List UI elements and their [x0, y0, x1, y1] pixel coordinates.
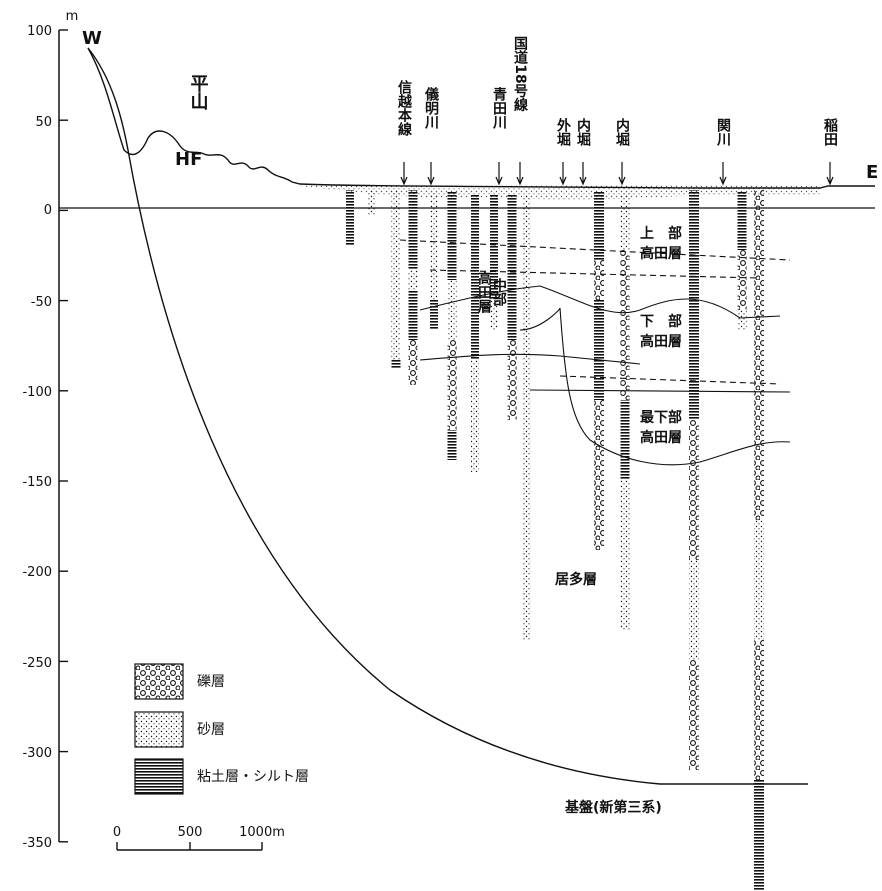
tick-minus350: -350	[22, 836, 52, 851]
middle-takada-label-1: 中部	[491, 277, 507, 307]
location-sotobori: 外堀	[555, 117, 571, 147]
lower-takada-label-1: 下 部	[640, 313, 682, 330]
upper-takada-label-2: 高田層	[640, 245, 682, 262]
borehole-segment-sand	[523, 195, 531, 420]
scale-label-0: 0	[113, 825, 121, 840]
borehole-segment-clay	[754, 780, 764, 890]
location-gimyo-river: 儀明川	[423, 86, 440, 129]
middle-takada-label-2: 高田層	[476, 270, 492, 314]
borehole-segment-clay	[448, 192, 457, 280]
borehole-segment-clay	[448, 430, 457, 460]
y-axis-unit: m	[66, 9, 79, 24]
legend-clay-swatch	[135, 759, 183, 794]
tick-minus250: -250	[22, 656, 52, 671]
borehole-segment-sand	[471, 360, 479, 472]
location-inada: 稲田	[822, 117, 838, 147]
tick-minus200: -200	[22, 565, 52, 580]
legend-clay-label: 粘土層・シルト層	[197, 769, 309, 785]
borehole-segment-gravel	[754, 190, 764, 520]
borehole-segment-sand	[430, 192, 438, 300]
tick-100: 100	[27, 24, 52, 39]
location-uchibori-2: 内堀	[614, 117, 630, 147]
location-arrow	[619, 162, 625, 184]
location-arrow	[401, 162, 407, 184]
fault-label: HF	[175, 149, 202, 170]
y-axis: m 100 50 0 -50 -100 -150 -200 -250 -300 …	[22, 9, 78, 851]
borehole-segment-clay	[430, 300, 438, 330]
location-arrows	[401, 162, 833, 184]
borehole-segment-gravel	[689, 660, 699, 770]
legend-sand-swatch	[135, 712, 183, 747]
upper-takada-label-1: 上 部	[640, 225, 682, 242]
lower-takada-label-2: 高田層	[640, 333, 682, 350]
borehole-segment-sand	[621, 192, 630, 250]
borehole-segment-clay	[346, 190, 354, 246]
location-aota-river: 青田川	[491, 86, 508, 129]
location-shinetsu-line: 信越本線	[396, 79, 413, 137]
borehole-segment-clay	[738, 192, 747, 250]
legend-sand-label: 砂層	[197, 722, 225, 738]
borehole-segment-clay	[409, 190, 418, 270]
borehole-segment-gravel	[689, 420, 699, 560]
location-arrow	[428, 162, 434, 184]
borehole-segment-clay	[508, 195, 517, 340]
tick-minus300: -300	[22, 746, 52, 761]
borehole-segment-gravel	[621, 250, 630, 400]
location-arrow	[720, 162, 726, 184]
borehole-segment-sand	[368, 190, 376, 215]
borehole-segment-sand	[448, 280, 457, 340]
location-labels: 信越本線 儀明川 青田川 国道18号線 外堀 内堀 内堀 関川 稲田	[396, 36, 838, 184]
borehole-segment-sand	[621, 480, 630, 630]
borehole-segment-sand	[754, 520, 764, 640]
lowest-takada-label-1: 最下部	[640, 409, 682, 426]
legend: 礫層 砂層 粘土層・シルト層	[135, 664, 309, 794]
east-label: E	[866, 162, 878, 183]
basement-label: 基盤(新第三系)	[565, 799, 662, 816]
boreholes	[346, 190, 764, 890]
borehole-segment-clay	[594, 192, 604, 260]
location-seki-river: 関川	[715, 118, 732, 146]
scale-bar: 0 500 1000m	[113, 825, 285, 850]
legend-gravel-swatch	[135, 664, 183, 699]
borehole-segment-clay	[409, 290, 418, 340]
tick-0: 0	[44, 203, 52, 218]
location-arrow	[496, 162, 502, 184]
tick-minus100: -100	[22, 385, 52, 400]
borehole-segment-gravel	[594, 260, 604, 300]
ground-surface	[88, 48, 875, 188]
location-arrow	[827, 162, 833, 184]
tick-50: 50	[35, 115, 52, 130]
borehole-segment-sand	[738, 310, 747, 330]
borehole-segment-clay	[689, 190, 699, 420]
legend-gravel-label: 礫層	[197, 674, 225, 690]
location-uchibori-1: 内堀	[575, 117, 591, 147]
borehole-segment-sand	[409, 270, 418, 290]
location-arrow	[517, 162, 523, 184]
borehole-segment-gravel	[508, 340, 517, 420]
borehole-segment-clay	[392, 360, 401, 368]
borehole-segment-gravel	[594, 400, 604, 550]
borehole-segment-gravel	[738, 250, 747, 310]
hill-name: 平山	[188, 74, 209, 111]
taho-formation-label: 居多層	[555, 571, 597, 588]
location-arrow	[580, 162, 586, 184]
borehole-segment-sand	[392, 190, 401, 360]
lowest-takada-label-2: 高田層	[640, 429, 682, 446]
borehole-segment-gravel	[448, 340, 457, 430]
scale-label-500: 500	[178, 825, 203, 840]
tick-minus50: -50	[31, 295, 52, 310]
scale-label-1000: 1000m	[239, 825, 285, 840]
location-arrow	[560, 162, 566, 184]
borehole-segment-clay	[594, 300, 604, 400]
location-route18: 国道18号線	[512, 36, 528, 113]
tick-minus150: -150	[22, 475, 52, 490]
borehole-segment-gravel	[409, 340, 418, 385]
borehole-segment-sand	[523, 420, 531, 640]
west-label: W	[82, 28, 102, 49]
borehole-segment-gravel	[754, 640, 764, 780]
borehole-segment-clay	[621, 400, 630, 480]
borehole-segment-sand	[689, 560, 699, 660]
